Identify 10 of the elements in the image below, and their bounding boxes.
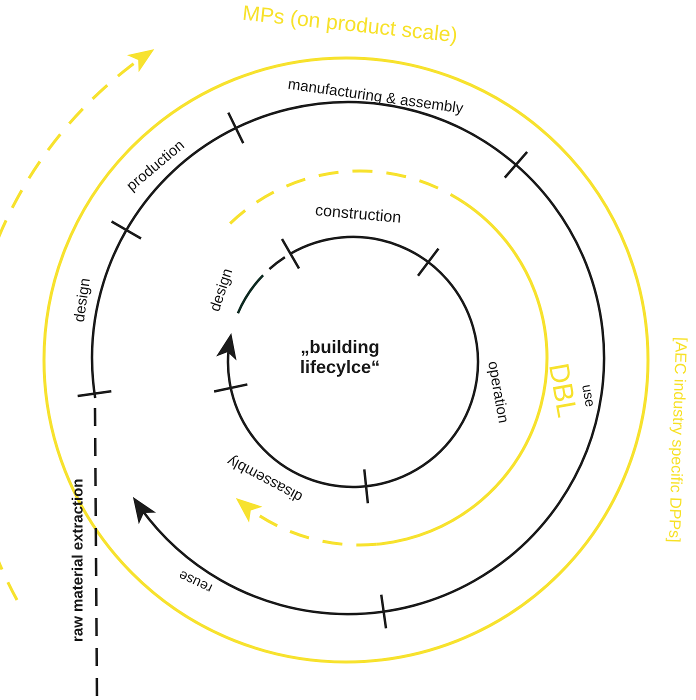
stage-label: reuse	[176, 566, 214, 596]
stage-label: raw material extraction	[70, 478, 86, 642]
stage-label: manufacturing & assembly	[286, 76, 464, 118]
ring-label: [AEC industry specific DPPs]	[664, 336, 689, 543]
stage-label: operation	[483, 360, 510, 424]
center-title: „building lifecylce“	[298, 338, 382, 378]
stage-label: design	[207, 266, 237, 314]
stage-label: design	[72, 276, 94, 323]
stage-label: construction	[314, 202, 402, 228]
ring-label: MPs (on product scale)	[241, 1, 459, 47]
